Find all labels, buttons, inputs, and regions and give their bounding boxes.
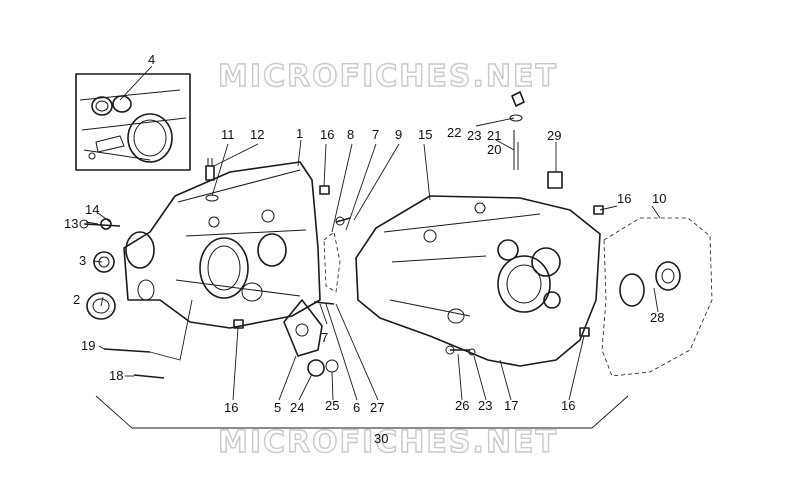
callout-1: 1 — [296, 126, 303, 141]
callout-15: 15 — [418, 127, 432, 142]
callout-labels: 4 1 11 12 16 8 7 9 15 22 23 21 20 29 16 … — [64, 52, 666, 446]
callout-17: 17 — [504, 398, 518, 413]
callout-16-right: 16 — [617, 191, 631, 206]
sleeve-29 — [547, 171, 563, 189]
bearing-2 — [86, 292, 116, 320]
main-gearbox-case — [355, 195, 601, 367]
washer-23b — [468, 348, 476, 356]
bolt-13-14 — [79, 218, 121, 230]
callout-30: 30 — [374, 431, 388, 446]
front-cover-housing — [123, 161, 321, 329]
callout-11: 11 — [221, 127, 235, 142]
bolt-9 — [335, 216, 351, 226]
screw-18 — [133, 374, 165, 379]
dowel-16a — [319, 185, 330, 195]
callout-9: 9 — [395, 127, 402, 142]
callout-12: 12 — [250, 127, 264, 142]
plug-24 — [307, 359, 325, 377]
callout-27: 27 — [370, 400, 384, 415]
plate-5 — [283, 299, 323, 357]
callout-8: 8 — [347, 127, 354, 142]
dowel-16c — [593, 205, 604, 215]
screw-19 — [103, 348, 151, 353]
callout-16-bottom-right: 16 — [561, 398, 575, 413]
bearing-28 — [619, 261, 681, 307]
callout-28: 28 — [650, 310, 664, 325]
callout-23-top: 23 — [467, 128, 481, 143]
callout-14: 14 — [85, 202, 99, 217]
bolt-6-27 — [313, 301, 335, 305]
seal-3 — [93, 251, 115, 273]
callout-7-top: 7 — [372, 127, 379, 142]
callout-5: 5 — [274, 400, 281, 415]
o-ring-25 — [325, 359, 339, 373]
callout-23-bottom: 23 — [478, 398, 492, 413]
assembly-bracket — [95, 395, 629, 429]
dowel-16d — [579, 327, 590, 337]
callout-19: 19 — [81, 338, 95, 353]
callout-4: 4 — [148, 52, 155, 67]
screw-26 — [445, 345, 470, 355]
case-gasket — [323, 231, 341, 293]
callout-10: 10 — [652, 191, 666, 206]
inset-detail-view — [75, 73, 191, 171]
callout-13: 13 — [64, 216, 78, 231]
callout-20: 20 — [487, 142, 501, 157]
callout-25: 25 — [325, 398, 339, 413]
callout-7-bottom: 7 — [321, 330, 328, 345]
leader-lines — [85, 65, 661, 401]
rear-cover-gasket — [601, 217, 713, 377]
watermark-top: MICROFICHES.NET — [218, 59, 558, 94]
callout-18: 18 — [109, 368, 123, 383]
callout-16-top: 16 — [320, 127, 334, 142]
callout-29: 29 — [547, 128, 561, 143]
callout-3: 3 — [79, 253, 86, 268]
callout-16-bottom-left: 16 — [224, 400, 238, 415]
watermark-bottom: MICROFICHES.NET — [218, 425, 558, 460]
callout-24: 24 — [290, 400, 304, 415]
callout-21: 21 — [487, 128, 501, 143]
callout-6: 6 — [353, 400, 360, 415]
callout-26: 26 — [455, 398, 469, 413]
callout-22: 22 — [447, 125, 461, 140]
callout-2: 2 — [73, 292, 80, 307]
sensor-11 — [205, 158, 215, 181]
sender-22 — [509, 91, 525, 170]
dowel-16b — [233, 319, 244, 329]
